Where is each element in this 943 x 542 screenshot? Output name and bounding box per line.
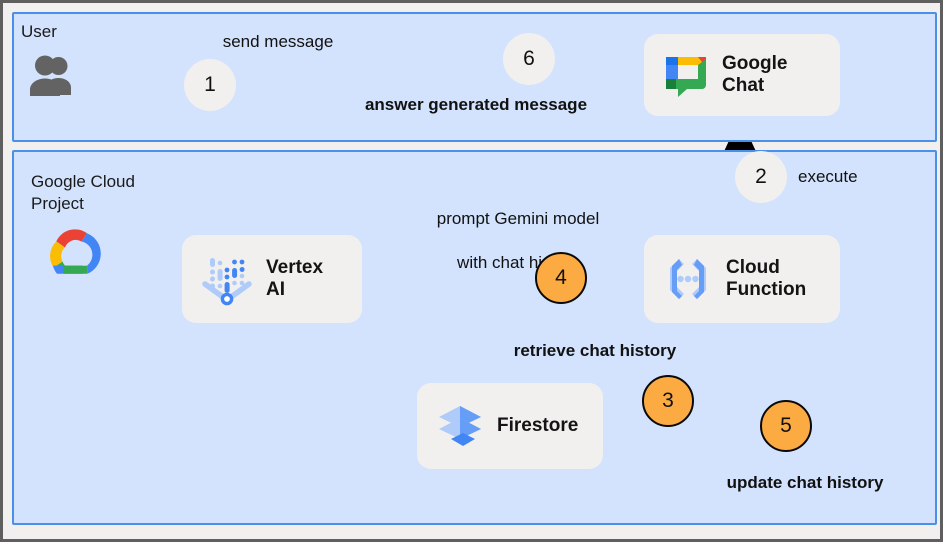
flow-label-update-chat-history: update chat history: [726, 473, 884, 492]
node-vertex-ai[interactable]: Vertex AI: [182, 235, 362, 323]
cloud-function-icon: [670, 259, 706, 299]
flow-label-prompt-gemini-line1: prompt Gemini model: [436, 209, 600, 229]
users-icon: [30, 55, 71, 96]
flow-label-answer-generated-message: answer generated message: [364, 95, 588, 114]
node-cloud-function-label: Cloud Function: [726, 256, 807, 300]
panel-user-label: User: [21, 22, 57, 41]
node-firestore-label: Firestore: [497, 414, 579, 436]
google-cloud-icon: [50, 229, 101, 274]
step-badge-5[interactable]: 5: [760, 400, 812, 452]
flow-label-retrieve-chat-history: retrieve chat history: [513, 341, 677, 360]
node-cloud-function[interactable]: Cloud Function: [644, 235, 840, 323]
node-firestore[interactable]: Firestore: [417, 383, 603, 469]
panel-gcp-label: Google Cloud Project: [31, 172, 135, 214]
node-google-chat-label: Google Chat: [722, 52, 788, 96]
firestore-icon: [439, 406, 481, 446]
flow-label-send-message: send message: [222, 32, 334, 51]
step-badge-4[interactable]: 4: [535, 252, 587, 304]
step-badge-2[interactable]: 2: [735, 151, 787, 203]
node-google-chat[interactable]: Google Chat: [644, 34, 840, 116]
flow-label-prompt-gemini-line2: with chat history: [457, 253, 579, 273]
step-badge-1[interactable]: 1: [184, 59, 236, 111]
google-chat-icon: [666, 57, 706, 97]
step-badge-3[interactable]: 3: [642, 375, 694, 427]
vertex-ai-icon: [202, 258, 252, 306]
flow-label-execute: execute: [798, 167, 858, 186]
node-vertex-ai-label: Vertex AI: [266, 256, 324, 300]
flow-label-prompt-gemini: prompt Gemini model with chat history: [393, 186, 643, 296]
step-badge-6[interactable]: 6: [503, 33, 555, 85]
